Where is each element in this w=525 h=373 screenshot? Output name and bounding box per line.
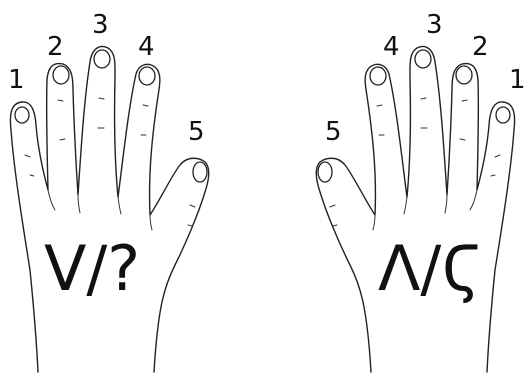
left-nail-4	[139, 67, 155, 85]
right-finger-label-2: 2	[472, 32, 489, 62]
left-finger-gap-1	[48, 190, 55, 210]
left-nail-2	[53, 66, 69, 84]
right-nail-4	[370, 67, 386, 85]
right-finger-gap-1	[470, 190, 477, 210]
left-finger-label-3: 3	[92, 10, 109, 40]
left-hand: 1 2 3 4 5 V/?	[8, 10, 209, 372]
right-finger-label-4: 4	[383, 32, 400, 62]
left-finger-label-5: 5	[188, 117, 205, 147]
right-finger-gap-4	[373, 215, 375, 230]
right-nail-2	[456, 66, 472, 84]
left-nail-5	[193, 162, 207, 182]
left-finger-gap-4	[150, 215, 152, 230]
right-palm-symbol: Λ/Ϛ	[378, 232, 482, 305]
left-nail-3	[94, 50, 110, 68]
right-nail-1	[496, 107, 510, 123]
right-hand: 5 4 3 2 1 Λ/Ϛ	[316, 10, 525, 372]
left-nail-1	[15, 107, 29, 123]
left-finger-label-2: 2	[47, 32, 64, 62]
left-finger-gap-2	[78, 195, 80, 213]
right-finger-label-3: 3	[426, 10, 443, 40]
right-knuckle-marks	[330, 98, 500, 226]
right-finger-label-1: 1	[509, 65, 525, 95]
right-hand-outline	[316, 47, 514, 372]
left-finger-gap-3	[118, 197, 121, 214]
right-finger-gap-3	[404, 197, 407, 214]
right-finger-label-5: 5	[325, 117, 342, 147]
right-nail-3	[415, 50, 431, 68]
right-finger-gap-2	[445, 195, 447, 213]
left-knuckle-marks	[25, 98, 195, 226]
left-hand-outline	[10, 47, 208, 372]
left-palm-symbol: V/?	[44, 232, 140, 305]
left-finger-label-4: 4	[138, 32, 155, 62]
right-nail-5	[318, 162, 332, 182]
left-finger-label-1: 1	[8, 65, 25, 95]
